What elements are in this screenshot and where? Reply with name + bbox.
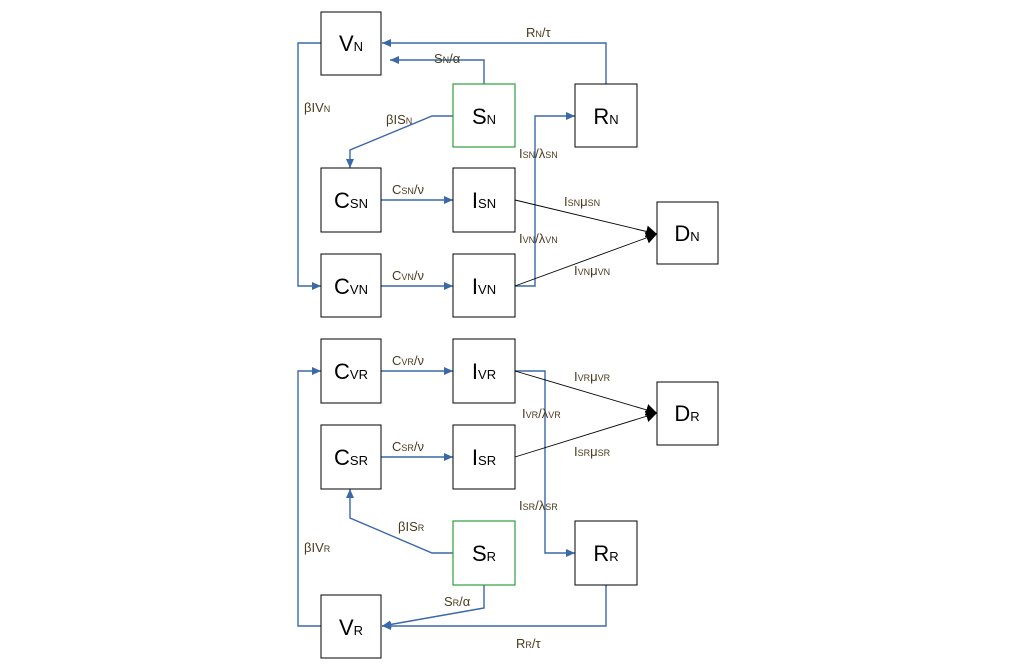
label-isn-mu: ISNμSN — [564, 194, 600, 209]
svg-text:IVR: IVR — [472, 359, 496, 384]
node-csr: CSR — [320, 424, 382, 490]
node-dn: DN — [656, 201, 719, 265]
node-vn: VN — [320, 11, 382, 76]
label-isr-mu: ISRμSR — [574, 444, 611, 459]
edge-rr-to-vr — [382, 585, 607, 630]
label-sr-alpha: SR/α — [444, 594, 471, 609]
edge-vr-to-cvr — [297, 367, 321, 627]
label-sn-alpha: SN/α — [434, 51, 461, 66]
edge-ivn-to-rn — [515, 112, 575, 287]
node-isn: ISN — [452, 167, 516, 233]
svg-text:VR: VR — [339, 615, 363, 640]
svg-text:VN: VN — [339, 31, 363, 56]
svg-text:RN: RN — [593, 104, 618, 129]
label-ivr-mu: IVRμVR — [574, 369, 611, 384]
label-isn-lambda: ISN/λSN — [519, 146, 558, 161]
edge-sn-to-csn — [346, 115, 453, 168]
svg-text:ISN: ISN — [472, 188, 496, 213]
label-isr-lambda: ISR/λSR — [519, 498, 558, 513]
edge-ivr-to-rr — [515, 370, 575, 557]
node-rn: RN — [574, 83, 638, 148]
label-ivn-mu: IVNμVN — [574, 263, 610, 278]
edge-isr-to-dr — [514, 410, 658, 458]
edge-sr-to-csr — [346, 489, 453, 554]
svg-text:CSN: CSN — [334, 188, 368, 213]
svg-text:DR: DR — [674, 401, 699, 426]
edge-rn-to-vn — [382, 39, 607, 84]
svg-text:DN: DN — [674, 221, 699, 246]
label-beta-isr: βISR — [398, 519, 425, 534]
node-cvn: CVN — [320, 253, 382, 318]
label-beta-isn: βISN — [386, 112, 412, 127]
edge-sr-to-vr — [381, 585, 485, 629]
label-csn-nu: CSN/ν — [392, 182, 424, 197]
node-rr: RR — [574, 520, 638, 586]
node-csn: CSN — [320, 167, 382, 233]
svg-text:CVR: CVR — [334, 359, 368, 384]
label-beta-ivr: βIVR — [304, 540, 331, 555]
label-cvr-nu: CVR/ν — [392, 353, 424, 368]
node-dr: DR — [656, 381, 719, 446]
label-rr-tau: RR/τ — [516, 636, 542, 651]
edge-sn-to-vn — [390, 56, 485, 84]
node-ivn: IVN — [452, 253, 516, 318]
node-vr: VR — [320, 594, 382, 659]
svg-text:SN: SN — [472, 104, 496, 129]
label-cvn-nu: CVN/ν — [392, 268, 424, 283]
edge-ivr-to-dr — [514, 370, 658, 416]
node-cvr: CVR — [320, 338, 382, 404]
node-isr: ISR — [452, 424, 516, 490]
node-sn: SN — [452, 83, 516, 148]
edge-vn-to-cvn — [297, 42, 321, 290]
label-beta-ivn: βIVN — [304, 100, 330, 115]
edge-ivn-to-dn — [514, 232, 658, 287]
label-rn-tau: RN/τ — [526, 25, 552, 40]
svg-text:CVN: CVN — [334, 274, 368, 299]
label-ivn-lambda: IVN/λVN — [519, 231, 558, 246]
node-sr: SR — [452, 520, 516, 586]
svg-text:ISR: ISR — [472, 445, 496, 470]
label-csr-nu: CSR/ν — [392, 439, 424, 454]
svg-text:RR: RR — [593, 541, 618, 566]
edge-isn-to-dn — [514, 199, 658, 238]
svg-text:IVN: IVN — [472, 274, 496, 299]
node-ivr: IVR — [452, 338, 516, 404]
svg-text:CSR: CSR — [334, 445, 368, 470]
svg-text:SR: SR — [472, 541, 496, 566]
label-ivr-lambda: IVR/λVR — [522, 406, 561, 421]
